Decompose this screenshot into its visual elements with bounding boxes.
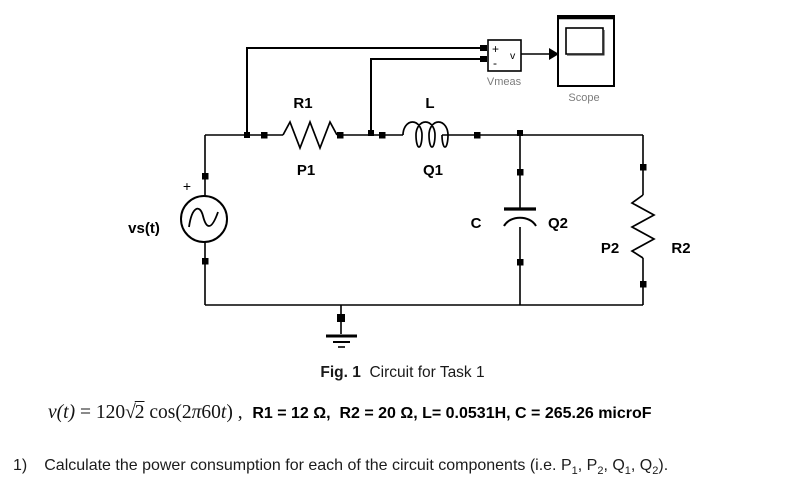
signal-arrow-icon [549, 48, 559, 60]
l-label: L [425, 95, 434, 112]
figure-number: Fig. 1 [320, 364, 361, 381]
equation-line: v(t) = 120√2 cos(2π60t) , R1 = 12 Ω, R2 … [48, 402, 652, 424]
c-label: C [471, 215, 482, 232]
q1-label: Q1 [423, 162, 443, 179]
connector-square [480, 45, 487, 51]
source-polarity-plus: + [183, 178, 191, 194]
connector-square [261, 132, 268, 139]
vmeas-output-label: v [510, 50, 516, 62]
connector-square [202, 173, 209, 180]
sine-wave-icon [188, 207, 219, 228]
circuit-figure: + + - [128, 15, 691, 348]
scope-screen [565, 27, 604, 55]
radical-sign: √ [125, 402, 136, 423]
question-number: 1) [13, 457, 28, 474]
connector-square [337, 132, 344, 139]
connector-square [480, 56, 487, 62]
vmeas-plus-wire [246, 47, 480, 135]
q2-label: Q2 [548, 215, 568, 232]
l-inductor-symbol [402, 121, 449, 148]
connector-square [517, 169, 524, 176]
p2-label: P2 [601, 240, 619, 257]
connector-square [640, 281, 647, 288]
connector-square [474, 132, 481, 139]
vmeas-block: + - v Vmeas [487, 39, 522, 88]
vmeas-minus-wire [370, 58, 480, 135]
r2-resistor-symbol [630, 194, 656, 259]
connector-square [202, 258, 209, 265]
connector-square [640, 164, 647, 171]
ground-icon [326, 334, 357, 348]
vmeas-caption: Vmeas [487, 76, 522, 88]
connector-square [244, 132, 250, 138]
scope-screen-shadow [567, 30, 605, 56]
connector-square [337, 314, 345, 322]
figure-caption: Fig. 1 Circuit for Task 1 [0, 364, 805, 382]
question-line: 1) Calculate the power consumption for e… [13, 457, 669, 478]
c-capacitor-bottom-plate [503, 216, 537, 227]
r2-label: R2 [671, 240, 690, 257]
connector-squares [202, 45, 647, 322]
connector-square [517, 130, 523, 136]
connector-square [517, 259, 524, 266]
vmeas-minus-label: - [493, 56, 497, 70]
equation-parameters: R1 = 12 Ω, R2 = 20 Ω, L= 0.0531H, C = 26… [252, 405, 652, 422]
r1-label: R1 [293, 95, 312, 112]
vmeas-plus-label: + [492, 42, 499, 56]
scope-caption: Scope [568, 92, 599, 104]
scope-block: Scope [557, 15, 615, 104]
source-label: vs(t) [128, 220, 160, 237]
connector-square [379, 132, 386, 139]
connector-square [368, 130, 374, 136]
equation-math: v(t) = 120√2 cos(2π60t) , [48, 402, 253, 423]
r1-resistor-symbol [282, 119, 338, 151]
figure-title: Circuit for Task 1 [360, 364, 485, 381]
question-text: Calculate the power consumption for each… [44, 457, 669, 478]
p1-label: P1 [297, 162, 315, 179]
